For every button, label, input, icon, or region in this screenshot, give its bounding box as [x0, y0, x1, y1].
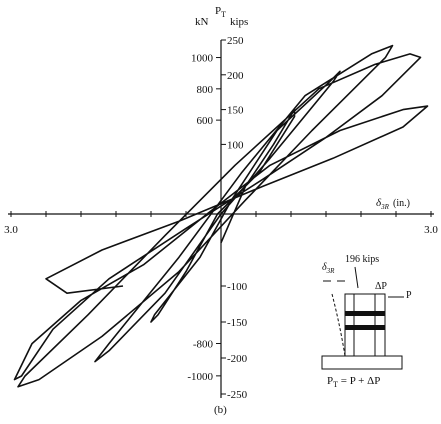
x-ticks-group: 3.0 3.0: [4, 211, 438, 236]
y-tick-label-kn: 600: [197, 115, 214, 127]
inset-load-leader: [354, 266, 359, 289]
inset-footing: [321, 355, 403, 370]
inset-dp-label: ΔP: [375, 281, 387, 292]
x-tick-label-left: 3.0: [4, 224, 18, 236]
x-tick-label-right: 3.0: [424, 224, 438, 236]
y-tick-label-kips: -150: [227, 317, 248, 329]
y-tick-label-kn: 1000: [191, 53, 214, 65]
y-tick-label-kn: -800: [193, 338, 214, 350]
inset-delta-label: δ3R: [322, 262, 335, 275]
y-tick-label-kips: 150: [227, 105, 244, 117]
x-axis-units: (in.): [393, 198, 410, 209]
inset-deflected-shape: [331, 293, 346, 357]
y-tick-label-kips: -250: [227, 389, 248, 401]
y-axis-units-kips: kips: [230, 16, 248, 28]
y-axis-units-kn: kN: [195, 16, 209, 28]
y-tick-label-kips: 200: [227, 70, 244, 82]
panel-label: (b): [214, 404, 227, 416]
hysteresis-series-0: [13, 44, 429, 388]
inset-column-sketch: δ3R 196 kips ΔP P PT = P + ΔP: [321, 254, 412, 389]
y-tick-label-kips: -100: [227, 281, 248, 293]
inset-band-upper: [345, 311, 385, 316]
inset-band-lower: [345, 325, 385, 330]
y-tick-label-kips: 100: [227, 139, 244, 151]
y-tick-label-kips: 250: [227, 35, 244, 47]
y-axis-symbol: PT: [215, 5, 226, 19]
y-tick-label-kn: 800: [197, 84, 214, 96]
x-axis-symbol: δ3R: [376, 197, 390, 211]
y-tick-label-kn: -1000: [187, 371, 213, 383]
inset-formula: PT = P + ΔP: [327, 375, 380, 389]
y-tick-label-kips: -200: [227, 353, 248, 365]
hysteresis-loops: [13, 44, 429, 388]
y-ticks-group: 250 200 150 100 -100 -150 -200 -250 1000 800 600 -8…: [187, 35, 247, 401]
inset-load-label: 196 kips: [345, 254, 379, 265]
inset-p-label: P: [406, 290, 412, 301]
